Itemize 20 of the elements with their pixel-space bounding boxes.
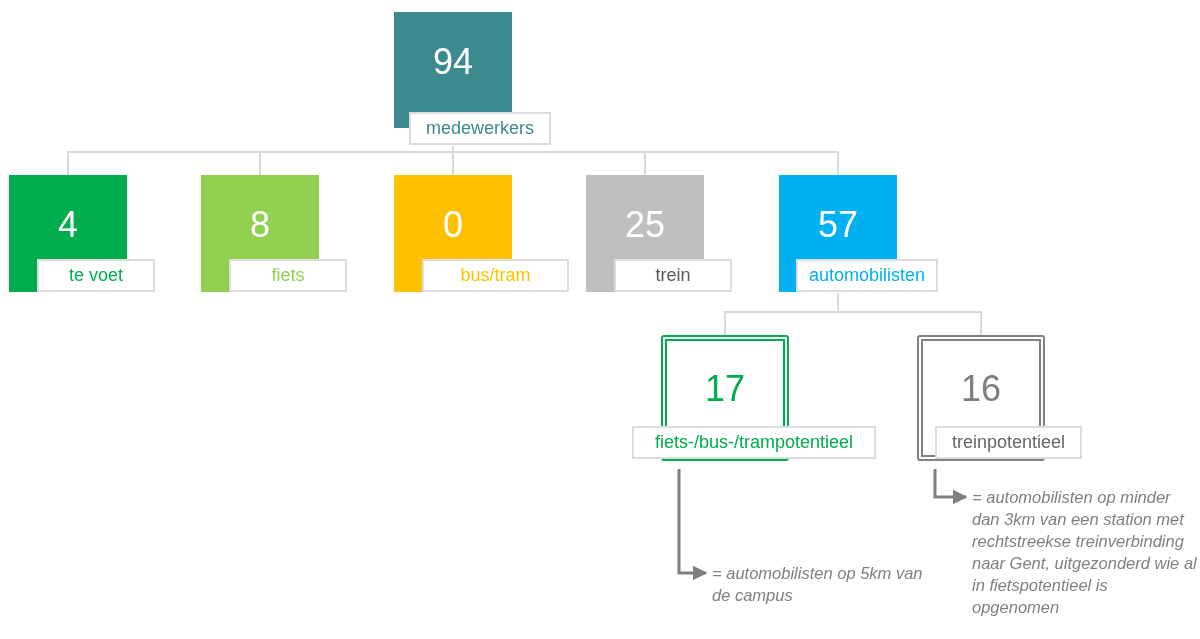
category-label: trein [614,259,732,292]
count-number: 8 [250,205,270,245]
category-label: bus/tram [422,259,569,292]
category-label: fiets-/bus-/trampotentieel [632,426,876,459]
count-number: 4 [58,205,78,245]
arrow [933,469,968,505]
category-label: medewerkers [409,112,551,145]
count-number: 0 [443,205,463,245]
category-label: fiets [229,259,347,292]
count-number: 16 [960,369,1001,409]
count-number: 94 [432,42,473,82]
arrow [677,469,708,581]
note-text: = automobilisten op minder dan 3km van een station met rechtstreekse treinverbinding naar Gent, uitgezonderd wie al in fietspotentieel is opgenomen [972,486,1197,618]
category-label: te voet [37,259,155,292]
count-number: 57 [817,205,858,245]
category-label: treinpotentieel [935,426,1082,459]
count-number: 25 [624,205,665,245]
note-text: = automobilisten op 5km van de campus [712,562,942,606]
category-label: automobilisten [796,259,938,292]
count-number: 17 [704,369,745,409]
